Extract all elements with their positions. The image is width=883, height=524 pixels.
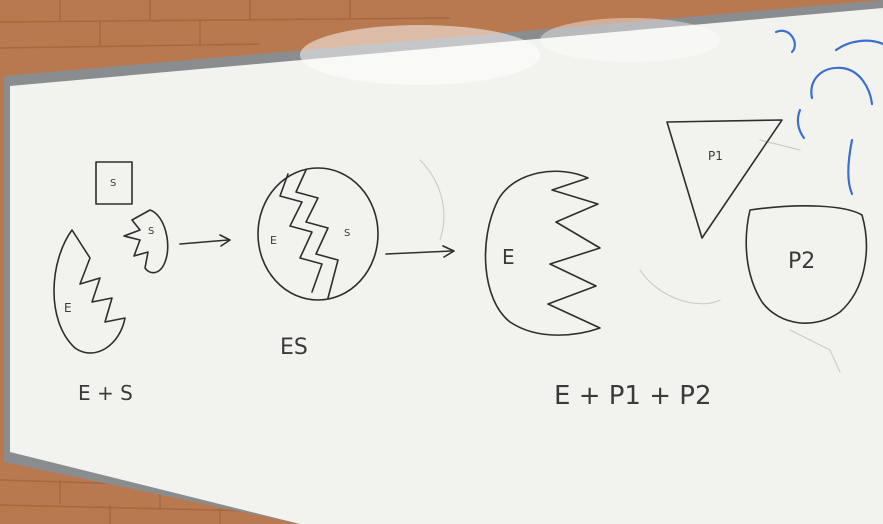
caption-es: ES <box>280 335 308 360</box>
product-2-label: P2 <box>788 249 815 274</box>
complex-zigzag-2 <box>295 169 339 299</box>
product-1-label: P1 <box>708 149 723 163</box>
substrate-square-label: S <box>110 178 116 189</box>
substrate-square <box>95 161 133 205</box>
enzyme-and-substrate-drawing: S E S E + S <box>53 161 169 405</box>
enzyme-substrate-complex-drawing: E S ES <box>257 167 379 360</box>
enzyme-left-label: E <box>64 301 72 315</box>
blue-scribbles <box>774 29 883 196</box>
enzyme-left-shape <box>53 229 126 354</box>
product-1-triangle <box>666 119 783 239</box>
complex-e-label: E <box>270 234 277 247</box>
complex-s-label: S <box>344 228 350 239</box>
substrate-piece-label: S <box>148 226 154 237</box>
arrow-1 <box>179 239 229 245</box>
enzyme-and-products-drawing: E P1 P2 E + P1 + P2 <box>484 119 868 411</box>
caption-e-plus-p1-plus-p2: E + P1 + P2 <box>554 381 712 411</box>
arrow-2 <box>385 250 453 255</box>
complex-circle <box>257 167 379 301</box>
enzyme-right-shape <box>484 170 601 336</box>
substrate-piece-shape <box>123 209 169 274</box>
caption-e-plus-s: E + S <box>78 381 133 405</box>
whiteboard-surface <box>10 8 883 524</box>
erased-marks <box>419 139 841 373</box>
complex-zigzag-1 <box>279 173 323 293</box>
enzyme-right-label: E <box>502 245 515 269</box>
product-2-shape <box>745 205 868 324</box>
